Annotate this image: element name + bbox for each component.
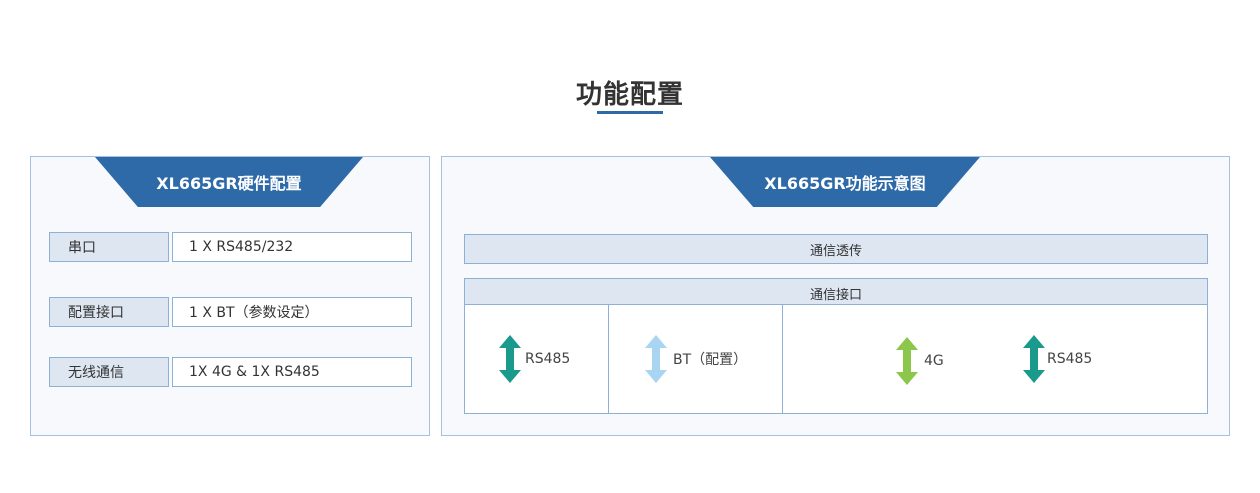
function-diagram-header: XL665GR功能示意图 [710,157,980,207]
serial-port-value: 1 X RS485/232 [172,232,412,262]
config-interface-value: 1 X BT（参数设定） [172,297,412,327]
interface-4g-label: 4G [924,353,944,369]
interface-divider [782,305,783,413]
hardware-config-header: XL665GR硬件配置 [95,157,363,207]
interface-4g: 4G [896,337,944,385]
title-underline [597,111,663,114]
interface-bt: BT（配置） [645,335,747,383]
wireless-comm-label: 无线通信 [49,357,169,387]
double-arrow-icon [896,337,918,385]
interface-box: RS485 BT（配置） 4G RS48 [464,304,1208,414]
comm-interface-bar: 通信接口 [464,278,1208,308]
interface-rs485-2: RS485 [1023,335,1092,383]
interface-rs485-label: RS485 [525,351,571,367]
page-title: 功能配置 [575,80,684,110]
double-arrow-icon [1023,335,1045,383]
wireless-comm-value: 1X 4G & 1X RS485 [172,357,412,387]
double-arrow-icon [499,335,521,383]
hardware-config-panel: XL665GR硬件配置 串口 1 X RS485/232 配置接口 1 X BT… [30,156,430,436]
config-interface-label: 配置接口 [49,297,169,327]
function-diagram-panel: XL665GR功能示意图 通信透传 通信接口 RS485 BT（配置） [441,156,1230,436]
interface-divider [608,305,609,413]
interface-rs485: RS485 [499,335,570,383]
double-arrow-icon [645,335,667,383]
serial-port-label: 串口 [49,232,169,262]
transparent-transmission-bar: 通信透传 [464,234,1208,264]
interface-rs485-2-label: RS485 [1047,351,1093,367]
interface-bt-label: BT（配置） [673,352,748,368]
